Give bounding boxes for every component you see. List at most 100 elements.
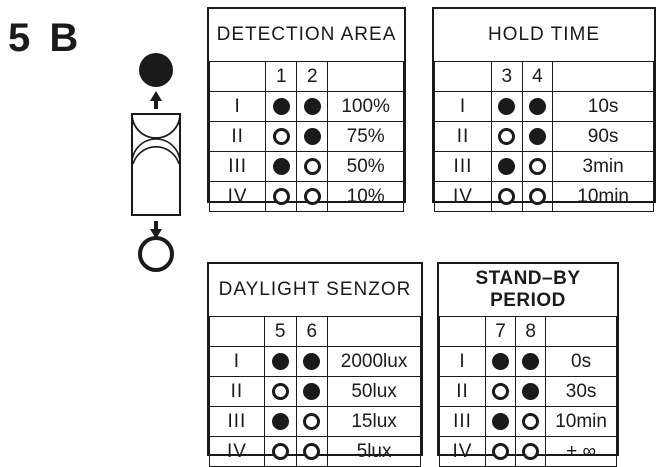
switch-cell [490,151,523,182]
switch-cell [521,91,554,122]
switch-cell [296,121,329,152]
table-header-row: 7 8 [438,316,617,347]
switch-cell [265,181,298,212]
figure-label: 5 B [8,16,83,60]
switch-cell [295,346,329,377]
switch-number-3: 3 [490,61,523,92]
row-value: 100% [327,91,404,122]
switch-state-on-icon [272,97,290,115]
table-row: IV + ∞ [438,436,617,467]
switch-cell [515,376,547,407]
switch-cell [490,181,523,212]
switch-cell [296,181,329,212]
row-label: II [438,376,487,407]
switch-state-on-icon [303,97,321,115]
table-row: IV 10% [208,181,404,212]
header-blank-left [438,316,487,347]
switch-cell [515,406,547,437]
switch-state-on-icon [498,97,516,115]
switch-state-off-icon [492,382,510,400]
row-value: 15lux [327,406,421,437]
switch-cell [515,346,547,377]
switch-state-on-icon [492,412,510,430]
row-label: III [208,151,267,182]
row-label: IV [438,436,487,467]
switch-state-on-icon [271,412,289,430]
header-blank-right [327,61,404,92]
switch-state-on-icon [303,127,321,145]
row-value: 10s [552,91,654,122]
switch-cell [296,91,329,122]
switch-cell [515,436,547,467]
switch-state-on-icon [492,352,510,370]
table-header-row: 1 2 [208,61,404,92]
row-value: 3min [552,151,654,182]
table-row: I 2000lux [209,346,421,377]
switch-cell [521,151,554,182]
switch-cell [263,436,297,467]
table-row: IV 10min [434,181,654,212]
switch-state-off-icon [271,382,289,400]
row-label: I [208,91,267,122]
table-title-row: DETECTION AREA [209,9,404,62]
row-label: III [209,406,265,437]
switch-state-off-icon [522,442,540,460]
switch-cell [485,406,517,437]
switch-number-6: 6 [295,316,329,347]
row-value: 50% [327,151,404,182]
table-row: III 3min [434,151,654,182]
header-blank-left [209,316,265,347]
table-row: III 10min [438,406,617,437]
table-title-row: DAYLIGHT SENZOR [209,264,421,317]
switch-state-on-icon [528,127,546,145]
switch-cell [485,346,517,377]
switch-cell [265,121,298,152]
switch-cell [485,376,517,407]
switch-state-on-icon [528,97,546,115]
switch-cell [485,436,517,467]
switch-state-off-icon [272,187,290,205]
switch-state-on-icon [498,157,516,175]
switch-cell [295,406,329,437]
header-blank-left [434,61,492,92]
switch-state-on-icon [303,382,321,400]
row-value: 50lux [327,376,421,407]
switch-state-off-icon [528,157,546,175]
header-blank-right [545,316,617,347]
table-stand-by-period: STAND–BY PERIOD 7 8 I 0s II 30s II [437,262,619,467]
row-label: III [434,151,492,182]
row-value: 10min [545,406,617,437]
switch-state-off-icon [271,442,289,460]
row-value: 0s [545,346,617,377]
switch-state-on-icon [271,352,289,370]
switch-cell [263,346,297,377]
row-value: 5lux [327,436,421,467]
table-title-row: STAND–BY PERIOD [439,264,617,317]
row-label: II [208,121,267,152]
row-label: I [434,91,492,122]
switch-state-off-icon [272,127,290,145]
header-blank-right [327,316,421,347]
switch-number-8: 8 [515,316,547,347]
table-header-row: 5 6 [209,316,421,347]
row-value: + ∞ [545,436,617,467]
table-title: DAYLIGHT SENZOR [209,264,421,317]
table-title: STAND–BY PERIOD [439,264,617,317]
table-row: I 10s [434,91,654,122]
row-label: III [438,406,487,437]
row-label: I [438,346,487,377]
switch-state-off-icon [303,157,321,175]
arrow-down-icon [150,221,162,239]
switch-cell [490,121,523,152]
table-row: II 50lux [209,376,421,407]
switch-cell [265,151,298,182]
switch-state-off-icon [303,442,321,460]
switch-state-off-icon [522,412,540,430]
switch-state-on-icon [272,157,290,175]
switch-state-off-icon [498,127,516,145]
row-label: IV [434,181,492,212]
switch-number-5: 5 [263,316,297,347]
switch-state-on-icon [522,382,540,400]
row-value: 10% [327,181,404,212]
table-title: HOLD TIME [434,9,654,62]
